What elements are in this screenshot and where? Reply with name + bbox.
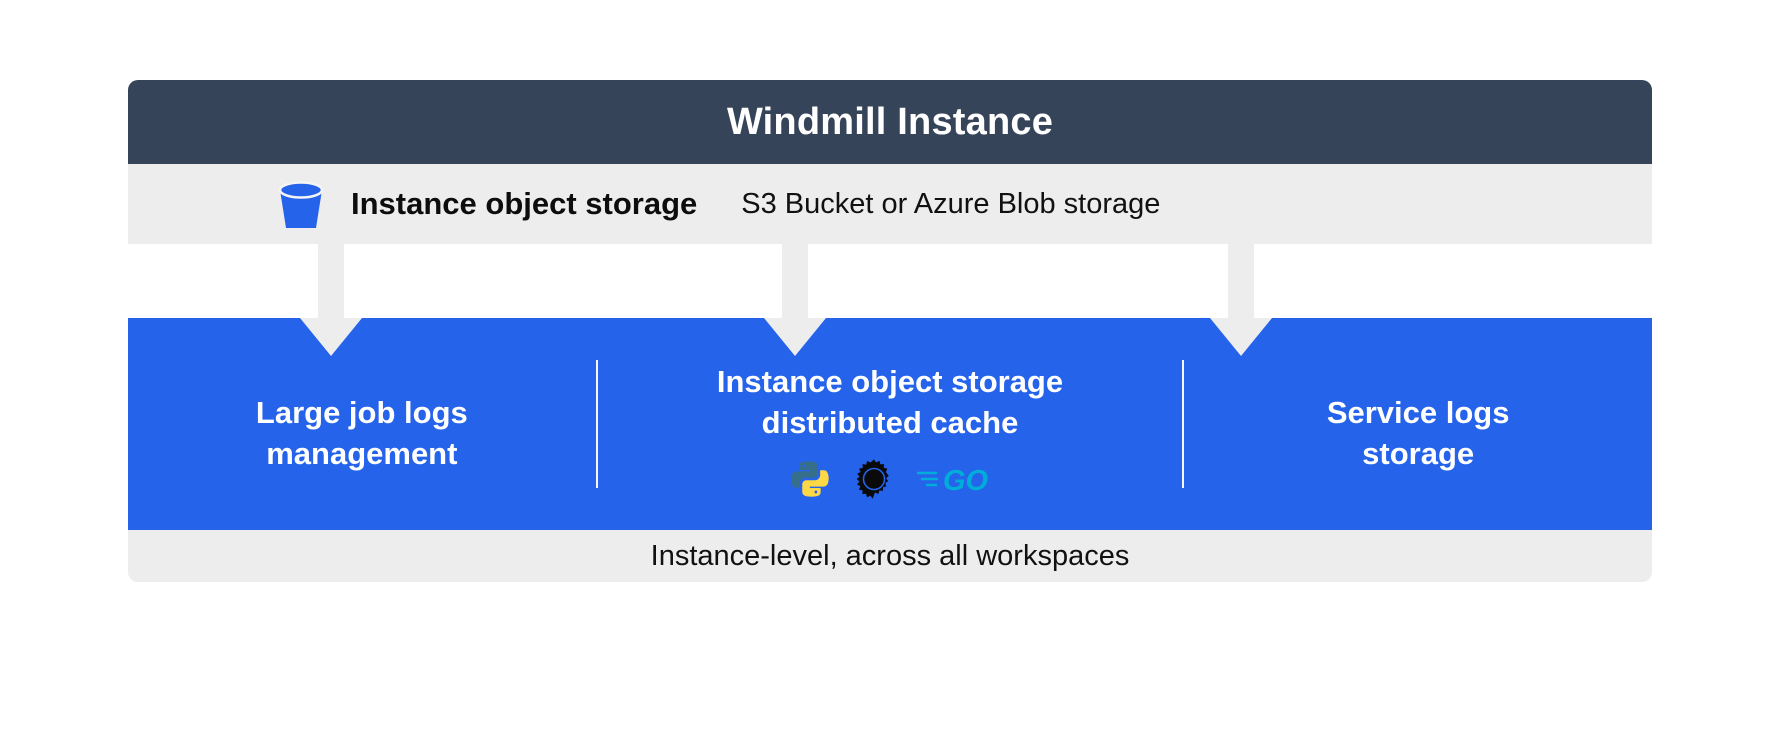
panel-column-title: Instance object storage distributed cach… (716, 364, 1064, 440)
language-logos: R GO (789, 458, 991, 506)
panel-column-service-logs: Service logs storage (1184, 318, 1652, 530)
panel-column-large-job-logs: Large job logs management (128, 318, 596, 530)
connector-arrow-shaft-2 (782, 244, 808, 318)
instance-scope-footer: Instance-level, across all workspaces (128, 530, 1652, 582)
rust-icon: R (853, 458, 895, 505)
connector-arrow-shaft-1 (318, 244, 344, 318)
panel-divider-2 (1182, 360, 1185, 488)
page-title: Windmill Instance (726, 100, 1054, 143)
go-icon: GO (916, 462, 991, 501)
panel-divider-1 (595, 360, 598, 488)
panel-column-distributed-cache: Instance object storage distributed cach… (598, 318, 1183, 530)
storage-label: Instance object storage (351, 186, 698, 221)
s3-bucket-icon (273, 176, 329, 232)
storage-note: S3 Bucket or Azure Blob storage (741, 187, 1161, 220)
instance-header: Windmill Instance (128, 80, 1652, 164)
connector-region (128, 244, 1652, 318)
panel-column-title: Large job logs management (255, 395, 468, 471)
svg-text:R: R (868, 471, 880, 490)
footer-caption: Instance-level, across all workspaces (650, 539, 1130, 572)
panel-column-title: Service logs storage (1326, 395, 1510, 471)
windmill-instance-diagram: Windmill Instance Instance object storag… (128, 80, 1652, 582)
python-icon (789, 458, 831, 505)
instance-object-storage-bar: Instance object storage S3 Bucket or Azu… (128, 164, 1652, 244)
svg-text:GO: GO (943, 465, 989, 496)
capabilities-panel: Large job logs management Instance objec… (128, 318, 1652, 530)
connector-arrow-shaft-3 (1228, 244, 1254, 318)
